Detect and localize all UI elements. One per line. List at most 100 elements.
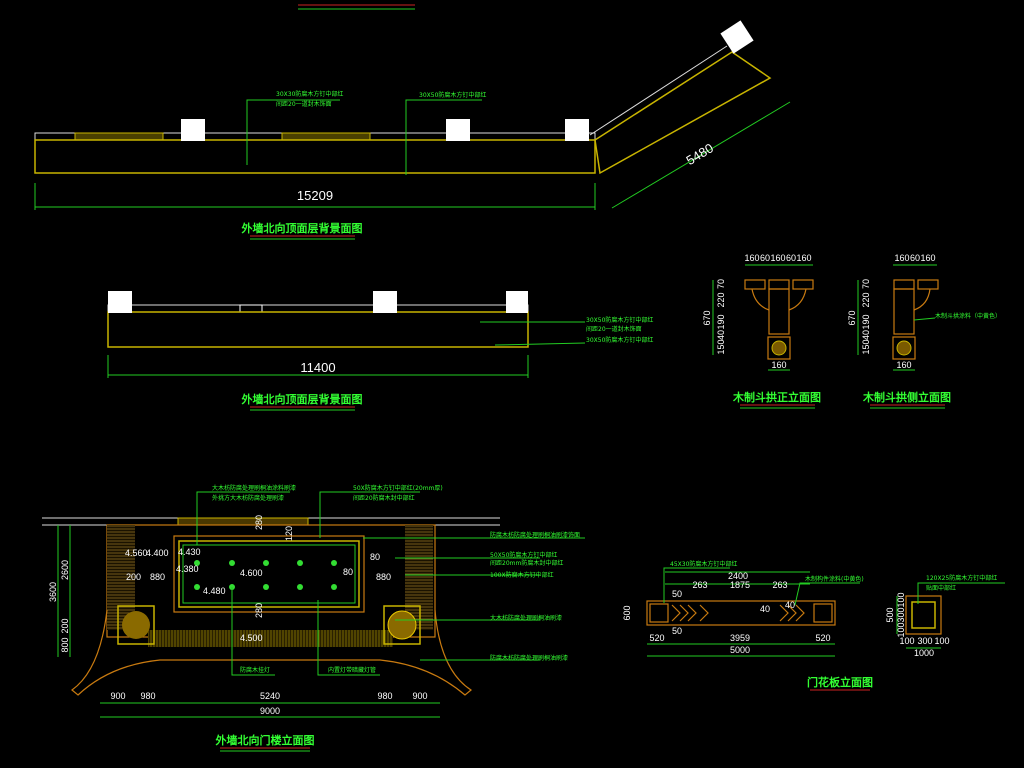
dimension-label: 40 — [760, 604, 770, 614]
dimension-label: 4.400 — [146, 548, 169, 558]
dimension-label: 880 — [376, 572, 391, 582]
annotation: 防腐木枋防腐处理刷桐油刷漆 — [490, 654, 568, 662]
drawing-title: 外墙北向顶面层背景面图 — [241, 221, 363, 235]
dimension-label: 520 — [649, 633, 664, 643]
dimension-label: 500 — [885, 607, 895, 622]
annotation: 50X50防腐木方钉中部红 — [490, 551, 557, 559]
annotation: 间距20防腐木封中部红 — [353, 494, 415, 502]
dimension-label: 3600 — [48, 582, 58, 602]
dimension-label: 40 — [861, 330, 871, 340]
dimension-label: 900 — [110, 691, 125, 701]
dimension-label: 9000 — [260, 706, 280, 716]
annotation: 间距20一道封木饰面 — [586, 325, 642, 333]
dimension-label: 60 — [910, 253, 920, 263]
annotation: 45X30防腐木方钉中部红 — [670, 560, 737, 568]
dimension-label: 100 — [934, 636, 949, 646]
annotation: 30X50防腐木方钉中部红 — [586, 336, 653, 344]
dimension-label: 1875 — [730, 580, 750, 590]
dimension-label: 15209 — [297, 188, 333, 203]
dimension-label: 880 — [150, 572, 165, 582]
dimension-label: 40 — [785, 600, 795, 610]
dimension-label: 4.480 — [203, 586, 226, 596]
dimension-label: 50 — [672, 589, 682, 599]
dimension-label: 5000 — [730, 645, 750, 655]
dimension-label: 100 — [896, 622, 906, 637]
dimension-label: 70 — [716, 279, 726, 289]
dimension-label: 4.560 — [125, 548, 148, 558]
dimension-label: 3959 — [730, 633, 750, 643]
dimension-label: 520 — [815, 633, 830, 643]
dimension-label: 80 — [343, 567, 353, 577]
dimension-label: 100 — [899, 636, 914, 646]
dimension-label: 70 — [861, 279, 871, 289]
annotation: 间距20一道封木饰面 — [276, 100, 332, 108]
dimension-label: 220 — [861, 292, 871, 307]
drawing-title: 外墙北向顶面层背景面图 — [241, 392, 363, 406]
dimension-label: 160 — [744, 253, 759, 263]
annotation: 防腐木枋防腐处理刷桐油刷漆饰面 — [490, 531, 580, 539]
dimension-label: 150 — [716, 339, 726, 354]
dimension-label: 60 — [786, 253, 796, 263]
dimension-label: 5240 — [260, 691, 280, 701]
dimension-label: 980 — [377, 691, 392, 701]
dimension-label: 670 — [702, 310, 712, 325]
annotation: 贴面中部红 — [926, 584, 956, 592]
dimension-label: 263 — [692, 580, 707, 590]
dimension-label: 220 — [716, 292, 726, 307]
north-wall-top-elevation-2: 11400 30X50防腐木方钉中部红 间距20一道封木饰面 30X50防腐木方… — [107, 291, 653, 411]
dimension-label: 160 — [894, 253, 909, 263]
dimension-label: 4.430 — [178, 547, 201, 557]
door-panel-elevation: 2400 263 1875 263 600 50 50 40 40 520 39… — [622, 560, 873, 691]
dimension-label: 60 — [760, 253, 770, 263]
annotation: 100X防腐木方钉中部红 — [490, 571, 554, 579]
dimension-label: 200 — [60, 618, 70, 633]
annotation: 30X50防腐木方钉中部红 — [419, 91, 486, 99]
dimension-label: 4.500 — [240, 633, 263, 643]
dimension-label: 4.380 — [176, 564, 199, 574]
dimension-label: 1000 — [914, 648, 934, 658]
dimension-label: 200 — [126, 572, 141, 582]
dimension-label: 280 — [254, 515, 264, 530]
dimension-label: 263 — [772, 580, 787, 590]
dimension-label: 190 — [861, 314, 871, 329]
annotation: 30X50防腐木方钉中部红 — [586, 316, 653, 324]
dimension-label: 160 — [896, 360, 911, 370]
north-wall-top-elevation-1: 15209 5480 30X30防腐木方钉中部红 间距20一道封木饰面 30X5… — [34, 20, 791, 240]
drawing-title: 木制斗拱侧立面图 — [862, 390, 951, 404]
drawing-title: 门花板立面图 — [807, 675, 873, 689]
dimension-label: 160 — [796, 253, 811, 263]
dimension-label: 300 — [896, 607, 906, 622]
dimension-label: 670 — [847, 310, 857, 325]
dimension-label: 40 — [716, 330, 726, 340]
wooden-bracket-front-elevation: 160 60 160 60 160 670 70 220 190 40 150 … — [702, 253, 821, 409]
dimension-label: 100 — [896, 592, 906, 607]
north-gate-elevation: 4.560 4.400 4.430 4.380 4.600 4.480 4.50… — [42, 484, 585, 752]
dimension-label: 980 — [140, 691, 155, 701]
dimension-label: 800 — [60, 637, 70, 652]
dimension-label: 80 — [370, 552, 380, 562]
dimension-label: 50 — [672, 626, 682, 636]
drawing-title: 外墙北向门楼立面图 — [215, 733, 315, 747]
annotation: 防腐木挂灯 — [240, 666, 270, 674]
dimension-label: 5480 — [683, 140, 716, 168]
annotation: 大木枋防腐处理刷桐油涂料刷漆 — [212, 484, 296, 492]
dimension-label: 160 — [771, 360, 786, 370]
dimension-label: 160 — [770, 253, 785, 263]
dimension-label: 300 — [917, 636, 932, 646]
drawing-title: 木制斗拱正立面图 — [732, 390, 821, 404]
square-panel-detail: 500 100 300 100 100 300 100 1000 120X25防… — [885, 574, 1005, 658]
annotation: 木制斗拱涂料（中黄色） — [935, 312, 1001, 320]
annotation: 30X30防腐木方钉中部红 — [276, 90, 343, 98]
annotation: 间距20mm防腐木封中部红 — [490, 559, 563, 567]
dimension-label: 280 — [254, 603, 264, 618]
dimension-label: 160 — [920, 253, 935, 263]
dimension-label: 900 — [412, 691, 427, 701]
wooden-bracket-side-elevation: 160 60 160 670 70 220 190 40 150 160 木制斗… — [847, 253, 1001, 409]
dimension-label: 190 — [716, 314, 726, 329]
annotation: 大木枋防腐处理刷桐油刷漆 — [490, 614, 562, 622]
dimension-label: 11400 — [300, 360, 335, 375]
annotation: 内置灯带暗藏灯管 — [328, 666, 376, 674]
annotation: 120X25防腐木方钉中部红 — [926, 574, 997, 582]
dimension-label: 2600 — [60, 560, 70, 580]
